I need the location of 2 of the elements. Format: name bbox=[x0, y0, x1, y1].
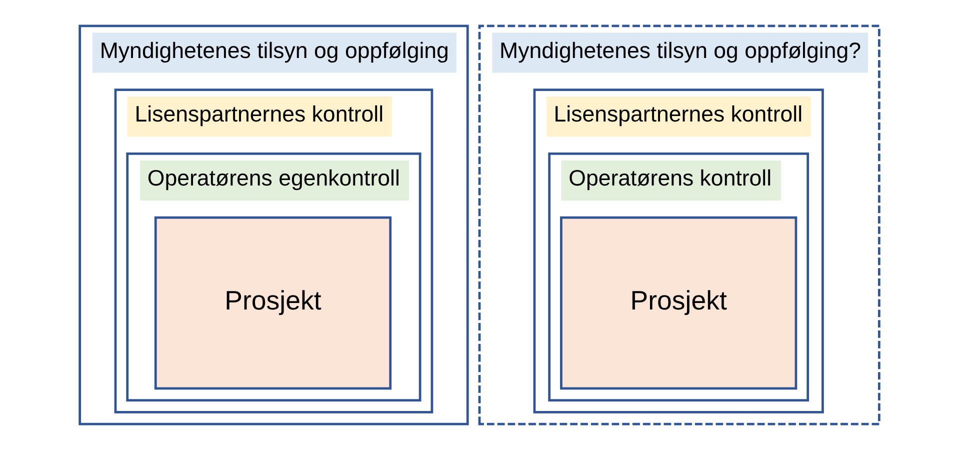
node-box: Prosjekt bbox=[154, 216, 392, 390]
node-box: Prosjekt bbox=[560, 216, 798, 390]
